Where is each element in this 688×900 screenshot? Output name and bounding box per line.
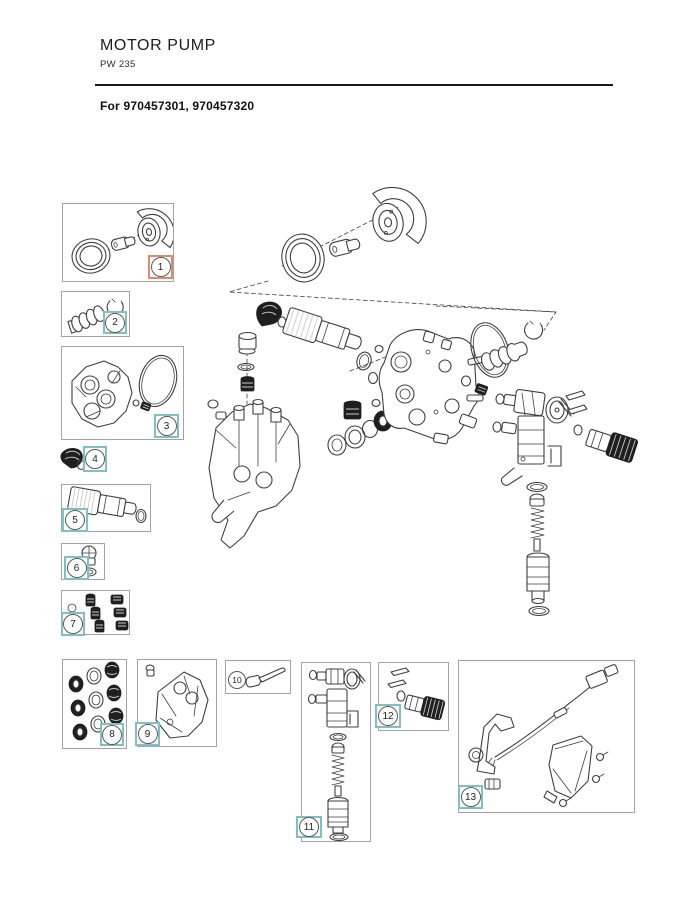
callout-4[interactable]: 4 bbox=[83, 446, 107, 472]
part-art-piston-seal-kit bbox=[68, 661, 124, 741]
callout-4-number: 4 bbox=[85, 449, 105, 469]
callout-2[interactable]: 2 bbox=[103, 311, 127, 334]
part-art-valve-plug-set bbox=[67, 593, 129, 633]
part-box-13 bbox=[458, 660, 635, 813]
callout-1[interactable]: 1 bbox=[148, 255, 173, 279]
callout-10[interactable]: 10 bbox=[228, 671, 246, 689]
callout-8-number: 8 bbox=[102, 724, 122, 745]
part-box-8 bbox=[62, 659, 127, 749]
part-art-inlet-funnel bbox=[60, 448, 86, 471]
callout-12-number: 12 bbox=[378, 706, 398, 726]
callout-5[interactable]: 5 bbox=[62, 508, 88, 532]
page-title: MOTOR PUMP bbox=[100, 37, 216, 54]
callout-13[interactable]: 13 bbox=[458, 785, 483, 809]
part-art-unloader-valve-assembly bbox=[307, 668, 366, 841]
callout-9-number: 9 bbox=[137, 724, 158, 744]
callout-2-number: 2 bbox=[105, 312, 125, 333]
part-box-9 bbox=[137, 659, 217, 747]
callout-7-number: 7 bbox=[63, 614, 83, 634]
applies-to-text: For 970457301, 970457320 bbox=[100, 99, 255, 113]
callout-9[interactable]: 9 bbox=[135, 722, 160, 746]
callout-6[interactable]: 6 bbox=[64, 556, 89, 580]
callout-7[interactable]: 7 bbox=[61, 612, 85, 636]
part-art-pump-block-with-o-ring bbox=[71, 354, 178, 428]
part-art-outlet-fitting-with-clips bbox=[387, 667, 446, 721]
callout-10-number: 10 bbox=[228, 671, 246, 689]
part-art-pump-head bbox=[145, 664, 209, 739]
callout-13-number: 13 bbox=[460, 787, 481, 807]
part-box-1 bbox=[62, 203, 174, 282]
callout-3-number: 3 bbox=[156, 416, 177, 436]
part-box-12 bbox=[378, 662, 449, 731]
header-divider bbox=[95, 84, 613, 86]
part-art-bearing-ring-bolt-and-fan-pulley bbox=[71, 208, 173, 274]
part-art-pin-and-rod bbox=[245, 667, 286, 688]
callout-11[interactable]: 11 bbox=[296, 816, 322, 838]
callout-11-number: 11 bbox=[299, 817, 319, 837]
callout-5-number: 5 bbox=[65, 510, 85, 530]
callout-6-number: 6 bbox=[66, 558, 87, 578]
part-art-threaded-inlet-fitting bbox=[67, 486, 147, 524]
part-art-worm-gear-and-circlip bbox=[67, 298, 124, 334]
callout-3[interactable]: 3 bbox=[154, 414, 179, 438]
page-subtitle: PW 235 bbox=[100, 59, 136, 70]
part-box-11 bbox=[301, 662, 371, 842]
callout-12[interactable]: 12 bbox=[375, 704, 401, 728]
callout-8[interactable]: 8 bbox=[100, 723, 124, 746]
part-art-micro-switch-harness bbox=[468, 664, 619, 808]
callout-1-number: 1 bbox=[150, 257, 171, 277]
